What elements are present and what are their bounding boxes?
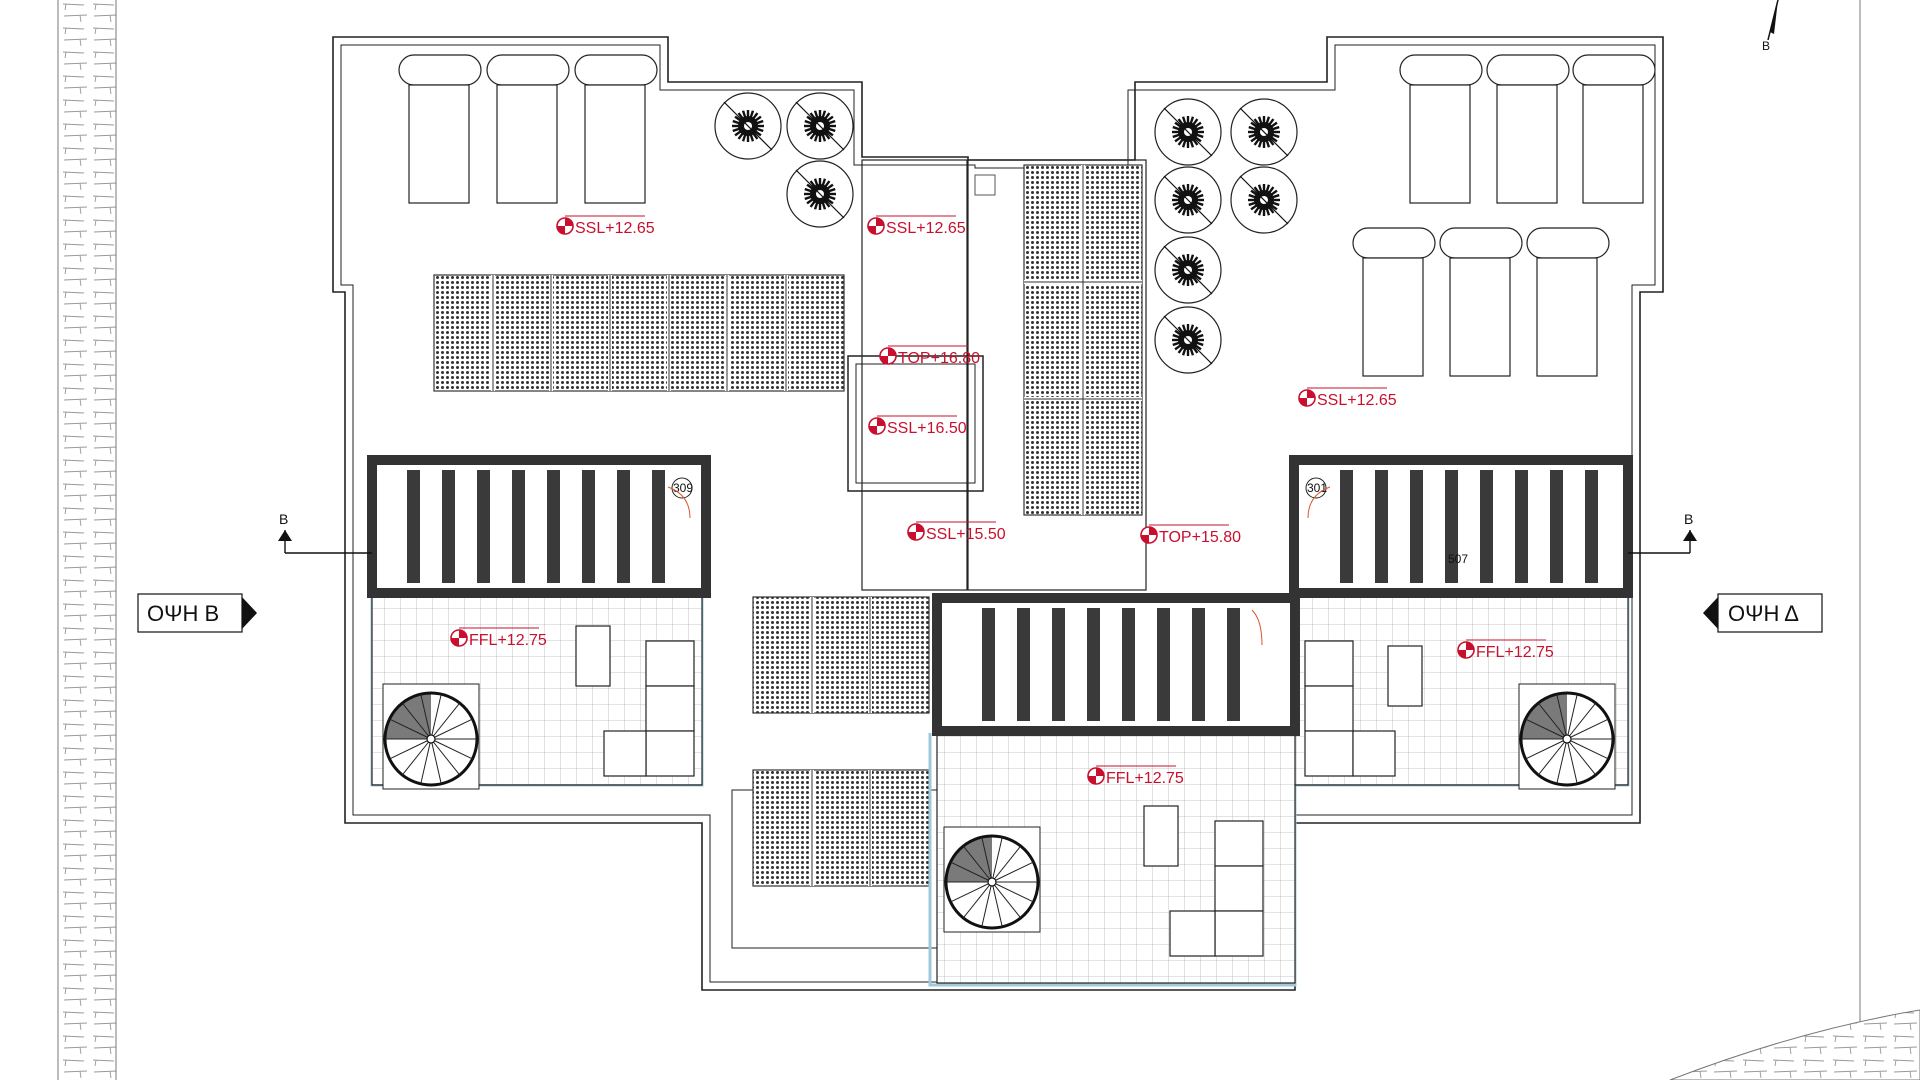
core-right-shaft: [967, 159, 1147, 591]
room-tag-right: 301: [1307, 481, 1327, 495]
room-tag-center: 507: [1448, 552, 1468, 566]
core-left-shaft: [861, 159, 968, 591]
level-marker-icon: SSL+16.50: [868, 415, 967, 437]
roof-outline-outer: [332, 36, 1664, 991]
level-label: TOP+16.80: [898, 350, 980, 367]
parasol-icon: [714, 92, 782, 160]
section-label-right: B: [1684, 511, 1693, 527]
solar-array-lower-2: [752, 769, 930, 887]
parasol-icon: [1154, 166, 1222, 234]
room-tag-left: 309: [673, 481, 693, 495]
level-label: FFL+12.75: [1476, 644, 1554, 661]
level-marker-icon: SSL+12.65: [1298, 387, 1397, 409]
level-label: SSL+15.50: [926, 526, 1006, 543]
level-marker-icon: SSL+12.65: [867, 215, 966, 237]
solar-array-left: [433, 274, 845, 392]
view-label-right: ΟΨΗ Δ: [1703, 593, 1823, 633]
pergola-center: [932, 593, 1300, 736]
level-label: FFL+12.75: [469, 632, 547, 649]
section-label-left: B: [279, 511, 288, 527]
level-marker-icon: SSL+15.50: [907, 521, 1006, 543]
spiral-stair-icon: [943, 826, 1041, 933]
level-marker-icon: FFL+12.75: [1457, 639, 1554, 661]
north-arrow-icon: B: [1762, 0, 1779, 53]
level-label: SSL+12.65: [575, 220, 655, 237]
spiral-stair-icon: [1518, 683, 1616, 790]
section-arrow-icon: B: [278, 511, 372, 554]
solar-array-lower-1: [752, 596, 930, 714]
parasol-icon: [1154, 236, 1222, 304]
view-label-left: ΟΨΗ Β: [137, 593, 257, 633]
view-title-right: ΟΨΗ Δ: [1728, 601, 1799, 626]
level-marker-icon: TOP+15.80: [1140, 524, 1241, 546]
level-marker-icon: SSL+12.65: [556, 215, 655, 237]
level-marker-icon: FFL+12.75: [450, 627, 547, 649]
parasol-icon: [1230, 98, 1298, 166]
parasol-group: [714, 92, 1298, 374]
parasol-icon: [1154, 98, 1222, 166]
level-marker-icon: TOP+16.80: [879, 345, 980, 367]
level-label: SSL+12.65: [1317, 392, 1397, 409]
parasol-icon: [786, 160, 854, 228]
sunbed-icon: [398, 54, 658, 204]
parasol-icon: [1230, 166, 1298, 234]
spiral-stair-group: [382, 683, 1616, 933]
roof-outline-inner: [340, 44, 1656, 983]
parasol-icon: [1154, 306, 1222, 374]
level-label: FFL+12.75: [1106, 770, 1184, 787]
terrace-furniture: [575, 625, 1423, 957]
curved-edge-bottom-right: [1669, 1009, 1920, 1080]
level-label: SSL+12.65: [886, 220, 966, 237]
pergola-left: 309: [367, 455, 711, 598]
paving-strip-left: [58, 0, 116, 1080]
north-label: B: [1762, 39, 1770, 53]
parasol-icon: [786, 92, 854, 160]
spiral-stair-icon: [382, 683, 480, 790]
solar-array-core: [1023, 164, 1143, 516]
pergola-right: 301 507: [1289, 455, 1633, 598]
section-arrow-icon: B: [1628, 511, 1697, 554]
view-title-left: ΟΨΗ Β: [147, 601, 219, 626]
level-label: TOP+15.80: [1159, 529, 1241, 546]
level-marker-icon: FFL+12.75: [1087, 765, 1184, 787]
level-label: SSL+16.50: [887, 420, 967, 437]
sunbed-icon: [1352, 54, 1656, 377]
core-central-block: [847, 355, 984, 492]
